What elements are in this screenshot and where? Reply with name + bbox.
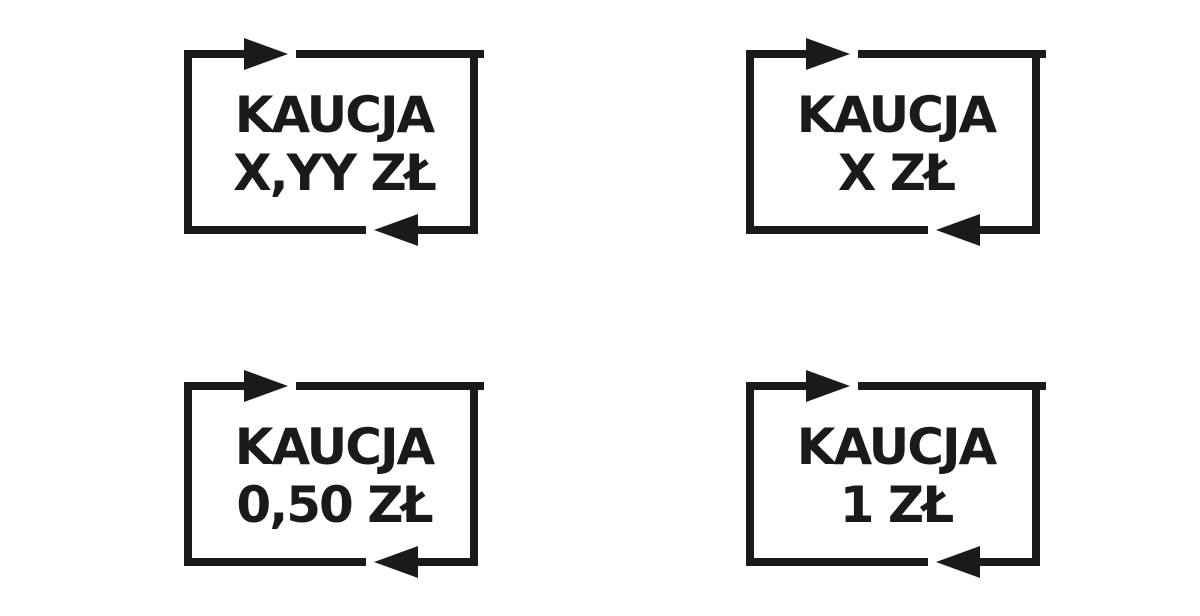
deposit-return-arrows-icon xyxy=(746,38,1046,246)
deposit-label-word: KAUCJA xyxy=(796,86,998,144)
deposit-label-amount: X,YY ZŁ xyxy=(233,144,437,202)
deposit-label-text: KAUCJA 1 ZŁ xyxy=(762,418,1030,534)
deposit-label-word: KAUCJA xyxy=(796,418,998,476)
deposit-return-arrows-icon xyxy=(746,370,1046,578)
deposit-label-amount: X ZŁ xyxy=(837,144,956,202)
deposit-label-word: KAUCJA xyxy=(234,86,436,144)
deposit-return-arrows-icon xyxy=(184,38,484,246)
deposit-label-word: KAUCJA xyxy=(234,418,436,476)
deposit-return-arrows-icon xyxy=(184,370,484,578)
deposit-label-x: KAUCJA X ZŁ xyxy=(746,38,1046,250)
deposit-label-text: KAUCJA X ZŁ xyxy=(762,86,1030,202)
deposit-label-amount: 1 ZŁ xyxy=(839,476,955,534)
deposit-label-amount: 0,50 ZŁ xyxy=(236,476,433,534)
deposit-label-text: KAUCJA 0,50 ZŁ xyxy=(200,418,468,534)
deposit-label-text: KAUCJA X,YY ZŁ xyxy=(200,86,468,202)
deposit-label-0-50: KAUCJA 0,50 ZŁ xyxy=(184,370,484,582)
deposit-label-x-yy: KAUCJA X,YY ZŁ xyxy=(184,38,484,250)
deposit-label-1: KAUCJA 1 ZŁ xyxy=(746,370,1046,582)
